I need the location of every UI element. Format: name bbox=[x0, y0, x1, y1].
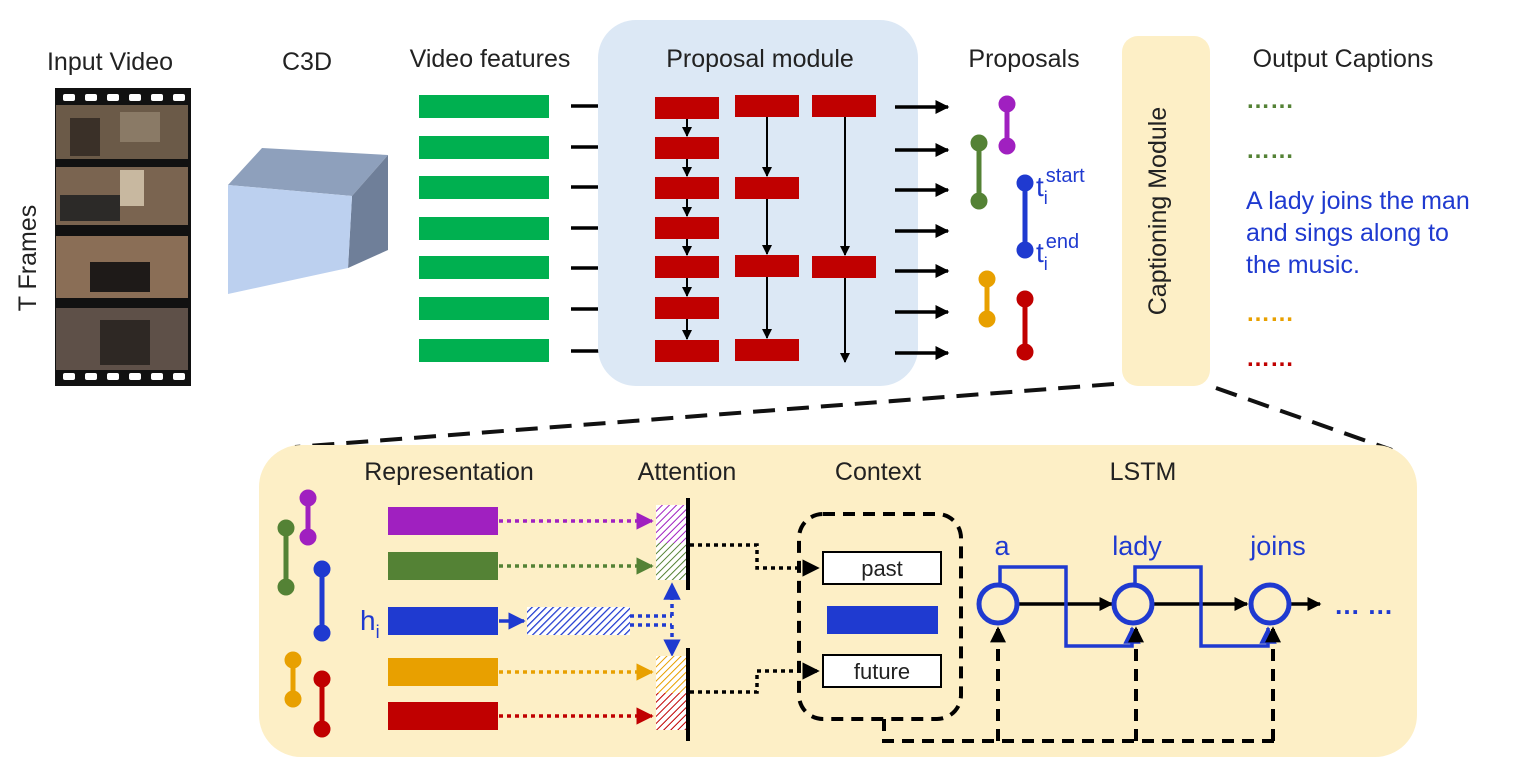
proposal-cell bbox=[655, 256, 719, 278]
proposal-cell bbox=[655, 340, 719, 362]
caption-dots-olive: …… bbox=[1246, 137, 1294, 164]
proposal-cell bbox=[735, 255, 799, 277]
detail-segment-olive bbox=[277, 519, 295, 596]
t-frames-label: T Frames bbox=[14, 205, 42, 312]
attention-to-past-arrow bbox=[690, 543, 820, 577]
hi-to-attention-lines bbox=[630, 614, 672, 627]
lstm-word-lady: lady bbox=[1112, 531, 1162, 561]
video-feature-bars bbox=[419, 95, 549, 362]
detail-representation-header: Representation bbox=[364, 458, 534, 486]
proposal-column-3 bbox=[812, 95, 876, 363]
lstm-feedback-1 bbox=[998, 565, 1141, 648]
h-i-label: hi bbox=[360, 605, 380, 642]
detail-segment-red bbox=[313, 670, 331, 738]
caption-dots-green: …… bbox=[1246, 87, 1294, 114]
proposal-column-1 bbox=[655, 97, 719, 362]
attention-to-future-arrow bbox=[690, 662, 820, 694]
detail-segment-orange bbox=[284, 651, 302, 708]
caption-dots-orange: …… bbox=[1246, 300, 1294, 327]
proposal-cell bbox=[812, 256, 876, 278]
film-sprocket-holes-top bbox=[63, 94, 185, 101]
caption-line-3: the music. bbox=[1246, 251, 1360, 279]
proposal-cell bbox=[655, 177, 719, 199]
proposal-cell bbox=[655, 97, 719, 119]
detail-segment-blue bbox=[313, 560, 331, 642]
feature-bar bbox=[419, 136, 549, 159]
proposal-segment-purple bbox=[998, 95, 1016, 155]
detail-context-header: Context bbox=[835, 458, 921, 486]
header-input-video: Input Video bbox=[47, 48, 173, 76]
attention-weight-orange bbox=[656, 656, 686, 693]
representation-bar-orange bbox=[388, 658, 498, 686]
proposal-cell bbox=[735, 95, 799, 117]
feature-bar bbox=[419, 297, 549, 320]
context-past-label: past bbox=[861, 556, 903, 581]
captioning-detail-panel bbox=[259, 445, 1417, 757]
proposal-segment-orange bbox=[978, 270, 996, 328]
header-video-features: Video features bbox=[410, 45, 571, 73]
proposal-cell bbox=[735, 177, 799, 199]
proposal-cell bbox=[655, 217, 719, 239]
representation-bar-blue bbox=[388, 607, 498, 635]
proposal-cell bbox=[655, 297, 719, 319]
t-start-label: tistart bbox=[1036, 165, 1085, 208]
proposal-cell bbox=[735, 339, 799, 361]
proposal-output-arrows bbox=[895, 100, 950, 360]
feature-bar bbox=[419, 339, 549, 362]
proposal-cell bbox=[812, 95, 876, 117]
proposal-segment-blue bbox=[1016, 174, 1034, 259]
zoom-line-left bbox=[294, 382, 1115, 449]
representation-bar-purple bbox=[388, 507, 498, 535]
attention-weight-olive bbox=[656, 543, 686, 580]
caption-line-2: and sings along to bbox=[1246, 219, 1449, 247]
zoom-line-right bbox=[1215, 386, 1393, 452]
context-to-lstm-line bbox=[882, 719, 1275, 743]
t-end-label: tiend bbox=[1036, 231, 1079, 274]
caption-dots-red: …… bbox=[1246, 345, 1294, 372]
representation-bar-red bbox=[388, 702, 498, 730]
captioning-module-label: Captioning Module bbox=[1144, 107, 1172, 315]
caption-line-1: A lady joins the man bbox=[1246, 187, 1470, 215]
context-past-box bbox=[822, 551, 942, 585]
c3d-block bbox=[228, 148, 388, 294]
hi-hatched-bar bbox=[527, 607, 630, 635]
context-future-box bbox=[822, 654, 942, 688]
proposal-column-2 bbox=[735, 95, 799, 361]
detail-segment-purple bbox=[299, 489, 317, 546]
captioning-module-panel bbox=[1122, 36, 1210, 386]
attention-weight-red bbox=[656, 693, 686, 730]
lstm-cell-2 bbox=[1111, 582, 1155, 626]
representation-bar-olive bbox=[388, 552, 498, 580]
lstm-cell-1 bbox=[976, 582, 1020, 626]
feature-bar bbox=[419, 176, 549, 199]
lstm-word-joins: joins bbox=[1249, 531, 1306, 561]
context-future-label: future bbox=[854, 659, 910, 684]
header-proposal-module: Proposal module bbox=[666, 45, 854, 73]
lstm-feedback-2 bbox=[1133, 565, 1277, 648]
feature-bar bbox=[419, 95, 549, 118]
context-box bbox=[797, 512, 963, 721]
proposal-cell bbox=[655, 137, 719, 159]
proposal-segment-olive bbox=[970, 134, 988, 210]
proposal-segment-red bbox=[1016, 290, 1034, 361]
film-sprocket-holes-bottom bbox=[63, 373, 185, 380]
header-c3d: C3D bbox=[282, 48, 332, 76]
detail-attention-header: Attention bbox=[638, 458, 737, 486]
context-current-bar bbox=[827, 606, 938, 634]
film-strip bbox=[55, 88, 191, 386]
lstm-ellipsis: … … bbox=[1334, 590, 1393, 620]
detail-lstm-header: LSTM bbox=[1110, 458, 1177, 486]
proposal-module-panel bbox=[598, 20, 918, 386]
attention-weight-purple bbox=[656, 505, 686, 543]
lstm-cell-3 bbox=[1248, 582, 1292, 626]
feature-bar bbox=[419, 217, 549, 240]
lstm-word-a: a bbox=[994, 531, 1010, 561]
header-proposals: Proposals bbox=[968, 45, 1079, 73]
header-output-captions: Output Captions bbox=[1253, 45, 1434, 73]
feature-bar bbox=[419, 256, 549, 279]
